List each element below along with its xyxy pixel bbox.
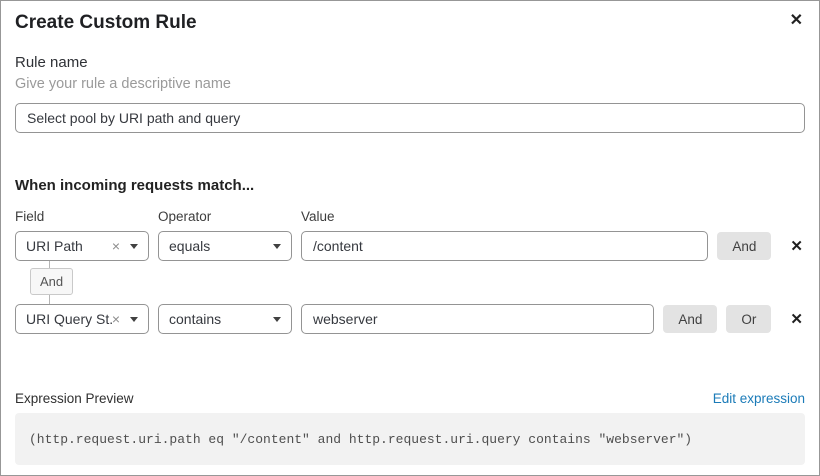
field-column-label: Field — [15, 209, 45, 224]
operator-select-1[interactable]: equals — [158, 231, 292, 261]
and-button-row-2[interactable]: And — [663, 305, 718, 333]
and-button-row-1[interactable]: And — [717, 232, 772, 260]
connector-and-badge: And — [30, 268, 74, 295]
remove-condition-icon[interactable]: ✕ — [790, 310, 803, 328]
clear-icon[interactable]: × — [111, 311, 120, 327]
field-select-2[interactable]: URI Query St... × — [15, 304, 149, 334]
connector-line — [49, 261, 50, 268]
operator-select-2[interactable]: contains — [158, 304, 292, 334]
condition-row-2: URI Query St... × contains And Or ✕ — [15, 304, 805, 334]
chevron-down-icon — [130, 243, 138, 249]
expression-preview-label: Expression Preview — [15, 391, 134, 406]
expression-code-block: (http.request.uri.path eq "/content" and… — [15, 413, 805, 465]
chevron-down-icon — [273, 243, 281, 249]
chevron-down-icon — [273, 316, 281, 322]
connector-line — [49, 295, 50, 304]
rule-name-helper: Give your rule a descriptive name — [15, 76, 231, 92]
condition-row-1: URI Path × equals And ✕ — [15, 231, 805, 261]
operator-column-label: Operator — [158, 209, 212, 224]
remove-condition-icon[interactable]: ✕ — [790, 237, 803, 255]
condition-column-labels: Field Operator Value — [15, 208, 805, 225]
page-title: Create Custom Rule — [15, 12, 197, 33]
match-heading: When incoming requests match... — [15, 177, 255, 194]
expression-code: (http.request.uri.path eq "/content" and… — [29, 431, 693, 447]
match-section: When incoming requests match... Field Op… — [15, 177, 805, 334]
expression-section: Expression Preview Edit expression (http… — [15, 390, 805, 465]
chevron-down-icon — [130, 316, 138, 322]
or-button-row-2[interactable]: Or — [726, 305, 772, 333]
rule-name-section: Rule name Give your rule a descriptive n… — [15, 53, 805, 133]
value-input-2[interactable] — [301, 304, 655, 334]
expression-header: Expression Preview Edit expression — [15, 390, 805, 408]
row-connector: And — [15, 261, 805, 304]
dialog-header: Create Custom Rule ✕ — [15, 11, 805, 35]
operator-select-2-value: contains — [169, 311, 222, 327]
clear-icon[interactable]: × — [111, 238, 120, 254]
rule-name-label: Rule name — [15, 54, 88, 71]
rule-name-input[interactable] — [15, 103, 805, 133]
field-select-2-value: URI Query St... — [26, 311, 112, 327]
value-column-label: Value — [301, 209, 335, 224]
field-select-1-value: URI Path — [26, 238, 83, 254]
edit-expression-link[interactable]: Edit expression — [712, 391, 805, 406]
operator-select-1-value: equals — [169, 238, 211, 254]
close-icon[interactable]: ✕ — [789, 12, 803, 29]
field-select-1[interactable]: URI Path × — [15, 231, 149, 261]
value-input-1[interactable] — [301, 231, 709, 261]
